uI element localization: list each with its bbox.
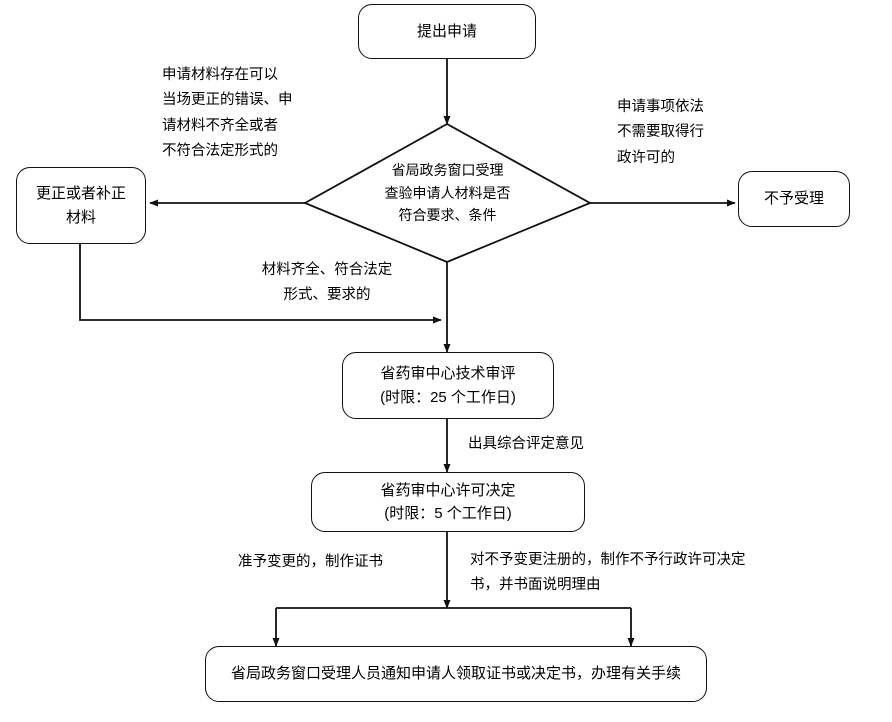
node-license-decision-line-1: 省药审中心许可决定: [380, 481, 516, 499]
edge-label-no-license-needed: 申请事项依法 不需要取得行 政许可的: [617, 95, 757, 171]
node-correct-materials[interactable]: 更正或者补正 材料: [16, 167, 146, 244]
edge-label-no-license-needed-line-3: 政许可的: [617, 149, 675, 166]
node-notify-applicant[interactable]: 省局政务窗口受理人员通知申请人领取证书或决定书，办理有关手续: [205, 646, 707, 702]
node-decision-line-2: 查验申请人材料是否: [384, 184, 511, 201]
node-start-line-1: 提出申请: [416, 22, 477, 40]
edge-label-reject-change-line-1: 对不予变更注册的，制作不予行政许可决定: [470, 552, 746, 568]
edge-label-reject-change: 对不予变更注册的，制作不予行政许可决定 书，并书面说明理由: [470, 548, 790, 599]
edge-label-materials-complete: 材料齐全、符合法定 形式、要求的: [232, 258, 422, 309]
edge-label-needs-correction-line-4: 不符合法定形式的: [162, 143, 278, 160]
edge-label-no-license-needed-line-1: 申请事项依法: [617, 99, 704, 115]
node-technical-review[interactable]: 省药审中心技术审评 (时限：25 个工作日): [342, 352, 554, 419]
node-reject-acceptance-line-1: 不予受理: [763, 190, 824, 208]
edge-label-needs-correction-line-1: 申请材料存在可以: [162, 67, 278, 83]
node-decision-line-3: 符合要求、条件: [398, 207, 497, 224]
node-correct-materials-line-1: 更正或者补正: [35, 185, 126, 203]
node-correct-materials-line-2: 材料: [65, 208, 96, 226]
edge-label-materials-complete-line-2: 形式、要求的: [283, 287, 371, 304]
node-license-decision[interactable]: 省药审中心许可决定 (时限：5 个工作日): [311, 472, 585, 532]
edge-correct-materials-return: [79, 244, 442, 324]
edge-label-materials-complete-line-1: 材料齐全、符合法定: [261, 262, 393, 278]
edge-label-issue-opinion-line-1: 出具综合评定意见: [468, 436, 584, 452]
edge-label-approve-change: 准予变更的，制作证书: [238, 550, 438, 575]
node-start[interactable]: 提出申请: [358, 4, 536, 59]
node-license-decision-line-2: (时限：5 个工作日): [384, 505, 512, 522]
node-reject-acceptance[interactable]: 不予受理: [738, 171, 850, 227]
edge-label-issue-opinion: 出具综合评定意见: [468, 432, 648, 457]
edge-label-needs-correction-line-3: 请材料不齐全或者: [162, 117, 278, 134]
edge-label-needs-correction-line-2: 当场更正的错误、申: [162, 92, 293, 109]
edge-label-needs-correction: 申请材料存在可以 当场更正的错误、申 请材料不齐全或者 不符合法定形式的: [162, 63, 322, 165]
decision-diamond-shape: [302, 122, 593, 263]
node-decision[interactable]: 省局政务窗口受理 查验申请人材料是否 符合要求、条件: [305, 124, 590, 262]
node-decision-line-1: 省局政务窗口受理: [391, 162, 504, 179]
node-decision-text: 省局政务窗口受理 查验申请人材料是否 符合要求、条件: [385, 159, 511, 226]
edge-label-approve-change-line-1: 准予变更的，制作证书: [238, 554, 383, 570]
node-notify-applicant-line-1: 省局政务窗口受理人员通知申请人领取证书或决定书，办理有关手续: [230, 665, 681, 683]
node-technical-review-line-2: (时限：25 个工作日): [380, 388, 516, 406]
node-technical-review-line-1: 省药审中心技术审评: [380, 365, 516, 383]
edge-label-no-license-needed-line-2: 不需要取得行: [617, 124, 704, 141]
edge-label-reject-change-line-2: 书，并书面说明理由: [470, 577, 601, 594]
